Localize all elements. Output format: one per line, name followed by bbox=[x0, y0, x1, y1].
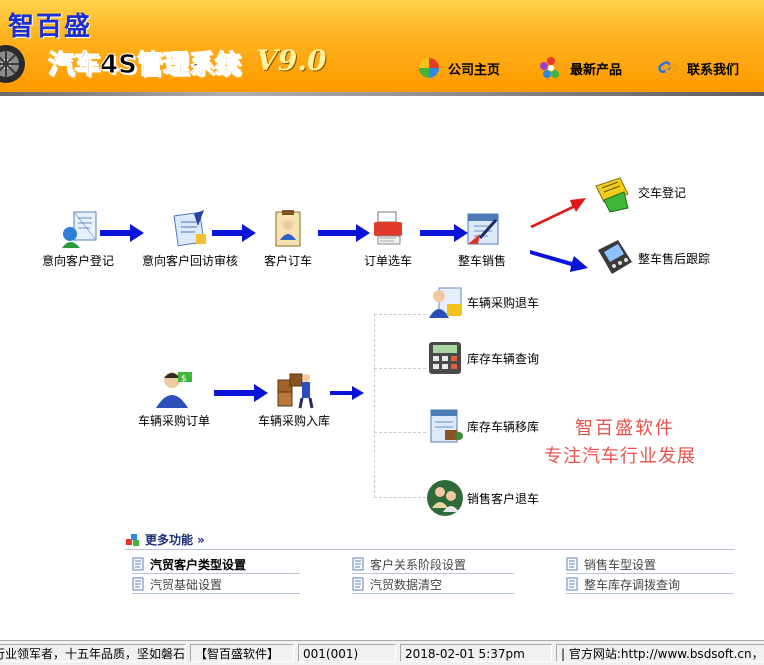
flow-arrow bbox=[214, 384, 268, 402]
promo-line-2: 专注汽车行业发展 bbox=[544, 446, 696, 467]
document-icon bbox=[132, 577, 144, 591]
flow-label: 订单选车 bbox=[364, 254, 413, 268]
document-icon bbox=[566, 577, 578, 591]
flow-label: 车辆采购入库 bbox=[258, 414, 331, 428]
flow-label: 销售客户退车 bbox=[467, 491, 540, 506]
bracket-line bbox=[374, 314, 426, 315]
fn-data-clear[interactable]: 汽贸数据清空 bbox=[352, 575, 514, 594]
status-user: 001(001) bbox=[298, 644, 396, 662]
blue-diagonal-arrow bbox=[530, 250, 588, 272]
flow-label: 整车销售 bbox=[458, 254, 507, 268]
app-header: 智百盛 汽车4S管理系统 V9.0 公司主页 最新产品 联系 bbox=[0, 0, 764, 92]
status-datetime: 2018-02-01 5:37pm bbox=[400, 644, 552, 662]
vehicle-sale-icon bbox=[467, 213, 499, 245]
flow-label: 交车登记 bbox=[638, 185, 687, 200]
header-divider bbox=[0, 92, 764, 96]
flow-stock-query[interactable]: 库存车辆查询 bbox=[425, 338, 539, 378]
nav-label: 公司主页 bbox=[448, 62, 501, 78]
status-slogan: 行业领军者，十五年品质，坚如磐石 bbox=[0, 644, 186, 662]
document-icon bbox=[352, 557, 364, 571]
flow-purchase-stockin[interactable]: 车辆采购入库 bbox=[258, 368, 330, 429]
purchase-return-icon bbox=[429, 287, 462, 318]
fn-label: 客户关系阶段设置 bbox=[370, 557, 467, 572]
flow-label: 库存车辆移库 bbox=[467, 419, 540, 434]
more-functions-divider bbox=[125, 549, 735, 550]
fn-label: 整车库存调拨查询 bbox=[584, 577, 681, 592]
more-functions-icon bbox=[126, 533, 139, 546]
more-functions-title: 更多功能 bbox=[145, 533, 194, 547]
document-icon bbox=[352, 577, 364, 591]
nav-contact-us[interactable]: 联系我们 bbox=[657, 56, 739, 80]
bracket-line bbox=[374, 497, 426, 498]
pinwheel-icon bbox=[419, 58, 439, 78]
customer-register-icon bbox=[62, 211, 97, 248]
chain-link-icon bbox=[658, 61, 679, 76]
bracket-line bbox=[374, 432, 426, 433]
fn-label: 汽贸数据清空 bbox=[370, 577, 443, 592]
nav-company-home[interactable]: 公司主页 bbox=[418, 56, 500, 80]
flow-customer-order[interactable]: 客户订车 bbox=[264, 208, 312, 269]
wheel-logo-icon bbox=[0, 45, 25, 83]
flow-label: 车辆采购订单 bbox=[138, 414, 211, 428]
document-icon bbox=[132, 557, 144, 571]
flow-vehicle-sale[interactable]: 整车销售 bbox=[458, 208, 506, 269]
flow-label: 意向客户登记 bbox=[42, 254, 115, 268]
nav-label: 最新产品 bbox=[570, 62, 623, 78]
system-title: 汽车4S管理系统 bbox=[48, 50, 242, 81]
calculator-icon bbox=[429, 342, 461, 374]
sales-return-icon bbox=[427, 480, 463, 516]
flow-choose-car[interactable]: 订单选车 bbox=[364, 208, 412, 269]
double-chevron-icon: » bbox=[197, 532, 205, 547]
flow-label: 客户订车 bbox=[264, 254, 313, 268]
flow-customer-register[interactable]: 意向客户登记 bbox=[42, 208, 114, 269]
fn-basic-settings[interactable]: 汽贸基础设置 bbox=[132, 575, 300, 594]
fn-label: 销售车型设置 bbox=[584, 557, 657, 572]
flow-label: 整车售后跟踪 bbox=[638, 251, 711, 266]
fn-sales-model-settings[interactable]: 销售车型设置 bbox=[566, 555, 733, 574]
brand-name: 智百盛 bbox=[8, 12, 93, 42]
flow-arrow bbox=[420, 224, 468, 242]
flow-purchase-return[interactable]: 车辆采购退车 bbox=[425, 282, 539, 322]
flow-arrow bbox=[212, 224, 256, 242]
flow-sales-return[interactable]: 销售客户退车 bbox=[425, 478, 539, 518]
flow-arrow bbox=[318, 224, 370, 242]
flow-arrow bbox=[330, 386, 364, 400]
fn-customer-type-settings[interactable]: 汽贸客户类型设置 bbox=[132, 555, 300, 574]
flow-label: 车辆采购退车 bbox=[467, 295, 540, 310]
svg-text:$: $ bbox=[181, 374, 187, 384]
flow-arrow bbox=[100, 224, 144, 242]
fn-label: 汽贸基础设置 bbox=[150, 577, 223, 592]
branch-bracket bbox=[374, 314, 429, 498]
fn-stock-transfer-query[interactable]: 整车库存调拨查询 bbox=[566, 575, 733, 594]
version-label: V9.0 bbox=[256, 44, 327, 77]
after-sale-tracking-icon bbox=[598, 240, 632, 274]
flow-purchase-order[interactable]: $ 车辆采购订单 bbox=[138, 368, 210, 429]
flow-label: 库存车辆查询 bbox=[467, 351, 540, 366]
more-functions-header[interactable]: 更多功能 » bbox=[125, 531, 205, 548]
status-website: | 官方网站:http://www.bsdsoft.cn，数 bbox=[556, 644, 764, 662]
flow-visit-review[interactable]: 意向客户回访审核 bbox=[142, 208, 238, 269]
order-car-icon bbox=[275, 210, 301, 247]
nav-label: 联系我们 bbox=[687, 62, 740, 78]
visit-review-icon bbox=[173, 210, 206, 247]
promo-line-1: 智百盛软件 bbox=[575, 418, 675, 439]
stock-transfer-icon bbox=[430, 409, 463, 443]
flow-label: 意向客户回访审核 bbox=[142, 254, 239, 268]
document-icon bbox=[566, 557, 578, 571]
flower-icon bbox=[540, 57, 562, 78]
flow-after-sale-tracking[interactable]: 整车售后跟踪 bbox=[592, 236, 710, 280]
flow-delivery-register[interactable]: 交车登记 bbox=[590, 170, 686, 214]
status-bar: 行业领军者，十五年品质，坚如磐石 【智百盛软件】 001(001) 2018-0… bbox=[0, 640, 764, 665]
bracket-line bbox=[374, 368, 426, 369]
flow-stock-transfer[interactable]: 库存车辆移库 bbox=[425, 406, 539, 446]
purchase-stockin-icon bbox=[277, 373, 314, 409]
purchase-order-icon: $ bbox=[156, 372, 192, 408]
nav-latest-products[interactable]: 最新产品 bbox=[540, 56, 622, 80]
delivery-icon bbox=[595, 177, 629, 213]
fn-label: 汽贸客户类型设置 bbox=[150, 557, 247, 572]
status-company: 【智百盛软件】 bbox=[190, 644, 294, 662]
choose-car-icon bbox=[374, 211, 402, 245]
fn-relation-stage-settings[interactable]: 客户关系阶段设置 bbox=[352, 555, 514, 574]
red-diagonal-arrow bbox=[530, 198, 586, 228]
